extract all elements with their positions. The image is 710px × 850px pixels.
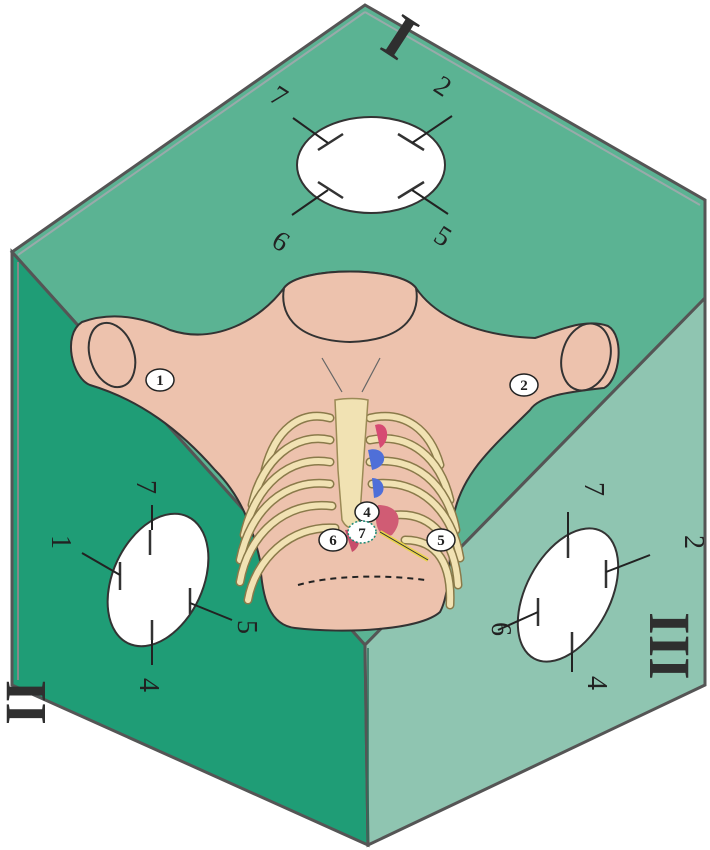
svg-text:1: 1 <box>156 373 164 389</box>
right-label-4: 4 <box>581 676 612 690</box>
svg-text:7: 7 <box>358 526 366 542</box>
svg-text:2: 2 <box>520 378 528 394</box>
torso-marker-2: 2 <box>510 374 538 396</box>
right-label-7: 7 <box>578 482 609 496</box>
torso-marker-6: 6 <box>319 529 347 551</box>
right-label-2: 2 <box>678 535 709 549</box>
face-label-III: III <box>637 612 702 680</box>
left-label-4: 4 <box>133 678 164 692</box>
torso-marker-5: 5 <box>427 529 455 551</box>
torso-marker-4: 4 <box>355 502 379 522</box>
left-label-5: 5 <box>231 620 262 634</box>
svg-text:4: 4 <box>363 505 371 521</box>
left-label-1: 1 <box>45 535 76 549</box>
left-label-7: 7 <box>130 480 161 494</box>
top-oval <box>297 117 445 213</box>
face-label-II: II <box>0 680 58 725</box>
right-label-6: 6 <box>485 622 516 636</box>
torso-marker-1: 1 <box>146 369 174 391</box>
svg-text:6: 6 <box>329 533 337 549</box>
neck <box>283 272 417 343</box>
torso-marker-7: 7 <box>348 521 376 543</box>
svg-text:5: 5 <box>437 533 445 549</box>
